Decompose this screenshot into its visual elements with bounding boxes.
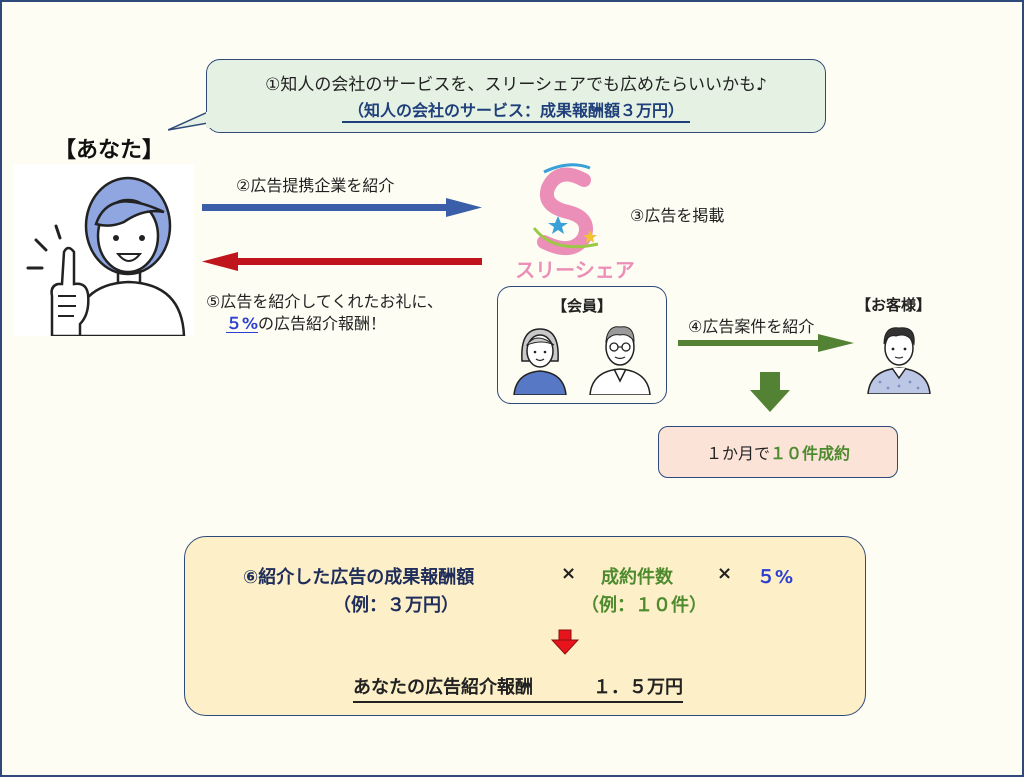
- formula-result: あなたの広告紹介報酬 １．５万円: [353, 673, 683, 703]
- formula-term3: ５%: [757, 567, 794, 588]
- formula-term1: ⑥紹介した広告の成果報酬額: [243, 567, 475, 588]
- formula-box: ⑥紹介した広告の成果報酬額 × 成約件数 × ５% （例：３万円） （例：１０件…: [184, 536, 866, 716]
- formula-example1: （例：３万円）: [333, 595, 459, 616]
- customer-illustration: [867, 327, 931, 394]
- speech-bubble: ①知人の会社のサービスを、スリーシェアでも広めたらいいかも♪ （知人の会社のサー…: [206, 59, 826, 133]
- step5-label: ⑤広告を紹介してくれたお礼に、: [206, 292, 443, 311]
- member-woman-illustration: [513, 328, 567, 395]
- arrow-to-threeshare: [202, 198, 482, 217]
- formula-times2: ×: [717, 563, 733, 584]
- person-you-illustration: [14, 164, 194, 336]
- formula-times1: ×: [561, 563, 577, 584]
- bubble-line1: ①知人の会社のサービスを、スリーシェアでも広めたらいいかも♪: [265, 75, 767, 95]
- step5-percent: ５%: [226, 314, 259, 333]
- step5-label-2: ５%の広告紹介報酬！: [226, 310, 386, 334]
- down-arrow-green: [750, 372, 790, 412]
- formula-term2: 成約件数: [601, 567, 673, 588]
- formula-result-value: １．５万円: [593, 677, 683, 698]
- step3-label: ③広告を掲載: [630, 206, 725, 225]
- result-prefix: １か月で: [705, 444, 770, 463]
- customer-label: 【お客様】: [856, 296, 932, 314]
- formula-result-label: あなたの広告紹介報酬: [353, 677, 533, 698]
- bubble-tail-cover: [206, 112, 216, 128]
- formula-example2: （例：１０件）: [581, 595, 707, 616]
- down-arrow-red: [551, 629, 579, 655]
- step4-label: ④広告案件を紹介: [688, 317, 815, 336]
- members-box: 【会員】: [497, 286, 667, 404]
- result-highlight: １０件成約: [770, 444, 851, 463]
- step2-label: ②広告提携企業を紹介: [236, 176, 395, 195]
- you-label: 【あなた】: [54, 138, 165, 163]
- logo-text: スリーシェア: [515, 258, 635, 282]
- member-man-illustration: [589, 326, 651, 395]
- threeshare-logo: [532, 163, 599, 255]
- bubble-line2: （知人の会社のサービス：成果報酬額３万円）: [207, 97, 825, 123]
- members-label: 【会員】: [551, 297, 612, 315]
- step5-rest: の広告紹介報酬！: [258, 314, 387, 333]
- arrow-to-customer: [678, 334, 854, 352]
- arrow-to-you: [202, 252, 482, 271]
